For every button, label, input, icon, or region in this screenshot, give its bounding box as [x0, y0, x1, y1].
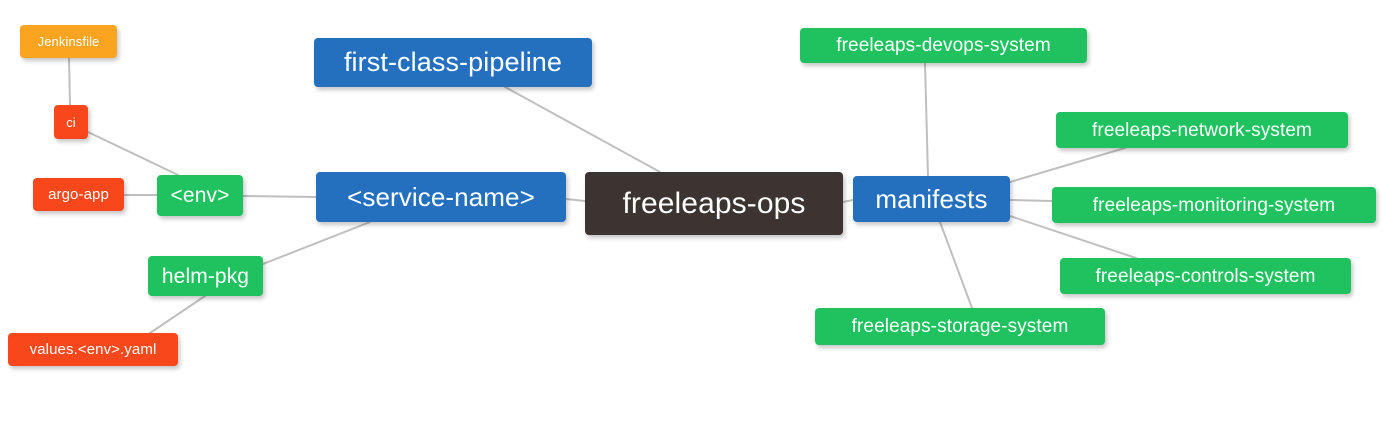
- edge-first-class-pipeline-to-freeleaps-ops: [504, 86, 661, 173]
- edge-freeleaps-ops-to-manifests: [842, 199, 854, 203]
- node-label-freeleaps-devops-system: freeleaps-devops-system: [836, 35, 1051, 56]
- node-label-freeleaps-monitoring-system: freeleaps-monitoring-system: [1092, 194, 1336, 216]
- node-values-yaml[interactable]: values.<env>.yaml: [8, 333, 178, 366]
- edge-manifests-to-freeleaps-network-system: [1009, 147, 1126, 183]
- edge-helm-pkg-to-service-name: [262, 221, 371, 265]
- edge-service-name-to-freeleaps-ops: [565, 198, 586, 202]
- node-ci[interactable]: ci: [54, 105, 88, 139]
- node-label-env: <env>: [170, 184, 230, 207]
- node-label-freeleaps-ops: freeleaps-ops: [622, 186, 806, 220]
- node-first-class-pipeline[interactable]: first-class-pipeline: [314, 38, 592, 87]
- edge-manifests-to-freeleaps-devops-system: [924, 62, 929, 177]
- node-freeleaps-ops[interactable]: freeleaps-ops: [585, 172, 843, 235]
- node-freeleaps-controls-system[interactable]: freeleaps-controls-system: [1060, 258, 1351, 294]
- node-label-freeleaps-network-system: freeleaps-network-system: [1092, 119, 1312, 141]
- edge-jenkinsfile-to-ci: [68, 57, 71, 106]
- node-label-values-yaml: values.<env>.yaml: [29, 341, 157, 358]
- node-label-jenkinsfile: Jenkinsfile: [37, 34, 100, 49]
- node-freeleaps-storage-system[interactable]: freeleaps-storage-system: [815, 308, 1105, 345]
- node-env[interactable]: <env>: [157, 175, 243, 216]
- node-label-first-class-pipeline: first-class-pipeline: [343, 47, 563, 77]
- node-jenkinsfile[interactable]: Jenkinsfile: [20, 25, 117, 58]
- node-label-freeleaps-controls-system: freeleaps-controls-system: [1095, 265, 1316, 287]
- node-helm-pkg[interactable]: helm-pkg: [148, 256, 263, 296]
- node-manifests[interactable]: manifests: [853, 176, 1010, 222]
- node-label-argo-app: argo-app: [48, 186, 109, 203]
- edge-values-yaml-to-helm-pkg: [149, 295, 206, 334]
- node-argo-app[interactable]: argo-app: [33, 178, 124, 211]
- node-label-helm-pkg: helm-pkg: [161, 264, 250, 288]
- node-label-manifests: manifests: [875, 184, 988, 214]
- node-freeleaps-monitoring-system[interactable]: freeleaps-monitoring-system: [1052, 187, 1376, 223]
- edge-manifests-to-freeleaps-storage-system: [939, 221, 973, 309]
- edge-ci-to-env: [87, 131, 179, 176]
- edge-manifests-to-freeleaps-monitoring-system: [1009, 199, 1053, 202]
- node-label-ci: ci: [66, 114, 76, 130]
- node-freeleaps-devops-system[interactable]: freeleaps-devops-system: [800, 28, 1087, 63]
- node-freeleaps-network-system[interactable]: freeleaps-network-system: [1056, 112, 1348, 148]
- node-label-freeleaps-storage-system: freeleaps-storage-system: [851, 316, 1069, 337]
- node-service-name[interactable]: <service-name>: [316, 172, 566, 222]
- edge-env-to-service-name: [242, 195, 317, 198]
- node-label-service-name: <service-name>: [347, 182, 535, 212]
